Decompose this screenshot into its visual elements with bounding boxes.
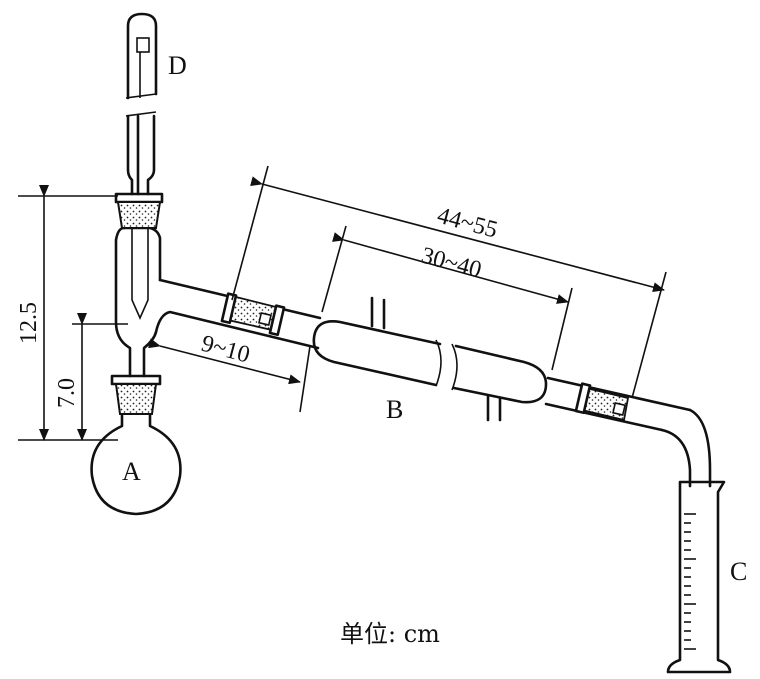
dim-side-arm-length: 9~10 xyxy=(198,331,252,369)
label-b: B xyxy=(386,395,403,424)
label-a: A xyxy=(122,457,141,486)
thermometer-tube-d xyxy=(125,12,158,196)
dim-height-lower: 7.0 xyxy=(54,378,80,408)
dim-condenser-length: 30~40 xyxy=(418,243,484,284)
label-c: C xyxy=(730,557,747,586)
dimension-lines xyxy=(18,165,667,441)
bent-adapter-tube xyxy=(660,408,712,488)
vertical-distilling-tube xyxy=(114,226,162,378)
flask-stopper xyxy=(110,374,162,415)
graduated-cylinder xyxy=(666,480,732,674)
upper-stopper xyxy=(114,192,164,229)
unit-note: 单位: cm xyxy=(340,620,440,648)
side-arm-cork xyxy=(220,292,286,337)
adapter-cork xyxy=(574,382,630,422)
dim-height-total: 12.5 xyxy=(16,302,42,344)
label-d: D xyxy=(168,51,187,80)
round-bottom-flask xyxy=(90,412,182,516)
condenser-b xyxy=(312,296,548,422)
